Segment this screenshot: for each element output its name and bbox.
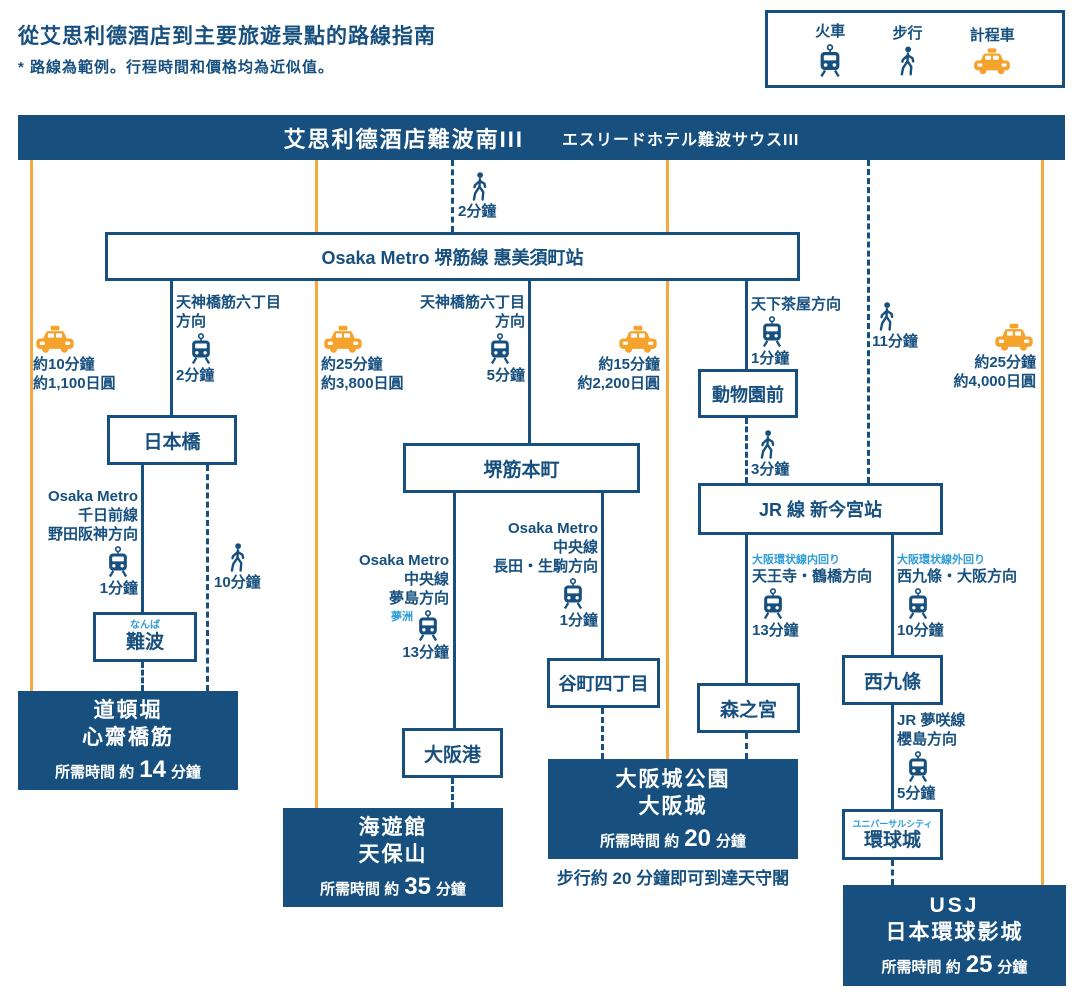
station-namba-furigana: なんば <box>130 620 160 631</box>
taxi-segment-kaiyukan: 約25分鐘 約3,800日圓 <box>321 323 404 393</box>
train-icon <box>487 333 513 365</box>
station-nihonbashi: 日本橋 <box>107 415 237 465</box>
train-segment-to-sakaisuji-hommachi: 天神橋筋六丁目 方向 5分鐘 <box>419 294 525 384</box>
station-sakaisuji-hommachi: 堺筋本町 <box>403 443 640 493</box>
line-hommachi-to-osakako <box>453 490 456 728</box>
page-subtitle: * 路線為範例。行程時間和價格均為近似值。 <box>18 59 335 76</box>
line-jr-to-morinomiya <box>745 535 748 683</box>
walk-line-hotel-to-jr <box>867 160 870 483</box>
hotel-name-ja: エスリードホテル難波サウスIII <box>562 131 800 149</box>
station-tanimachi4: 谷町四丁目 <box>547 658 660 708</box>
dash-tanimachi4-to-castle <box>601 708 604 759</box>
walk-icon <box>227 543 248 572</box>
taxi-icon <box>616 325 660 354</box>
train-icon <box>905 751 931 783</box>
hotel-name-zh: 艾思利德酒店難波南III <box>283 126 524 152</box>
train-icon <box>905 588 931 620</box>
station-namba: なんば 難波 <box>93 612 197 662</box>
taxi-line-dotonbori <box>30 160 33 691</box>
legend-box: 火車 步行 計程車 <box>765 10 1065 88</box>
train-segment-to-nishikujo: 大阪環状線外回り 西九條・大阪方向 10分鐘 <box>897 554 1018 639</box>
loop-line-outer-note: 大阪環状線外回り <box>897 554 985 566</box>
taxi-line-osaka-castle <box>666 160 669 759</box>
walk-icon <box>876 302 897 331</box>
hotel-header-bar: 艾思利德酒店難波南III エスリードホテル難波サウスIII <box>18 115 1065 160</box>
station-dobutsuenmae: 動物園前 <box>698 369 798 418</box>
line-nihonbashi-to-namba <box>141 465 144 612</box>
train-segment-to-tanimachi4: Osaka Metro 中央線 長田・生駒方向 1分鐘 <box>492 520 598 629</box>
taxi-icon <box>33 325 77 354</box>
taxi-icon <box>321 325 365 354</box>
dash-namba-to-dotonbori <box>141 662 144 691</box>
dash-osakako-to-kaiyukan <box>451 778 454 808</box>
dash-morinomiya-to-castle <box>745 733 748 759</box>
walk-segment-nihonbashi-to-dotonbori: 10分鐘 <box>214 541 261 592</box>
taxi-segment-usj: 約25分鐘 約4,000日圓 <box>910 321 1036 391</box>
train-icon <box>817 44 843 78</box>
walk-segment-dobutsuenmae-to-jr: 3分鐘 <box>751 428 789 479</box>
taxi-icon <box>971 47 1013 75</box>
walk-segment-hotel-to-metro: 2分鐘 <box>458 170 496 221</box>
walk-segment-hotel-to-jr: 11分鐘 <box>872 300 918 351</box>
line-metro-to-dobutsuenmae <box>745 281 748 369</box>
taxi-line-kaiyukan <box>315 160 318 808</box>
walk-icon <box>757 430 778 459</box>
taxi-segment-osaka-castle: 約15分鐘 約2,200日圓 <box>534 323 660 393</box>
train-segment-to-universal-city: JR 夢咲線 櫻島方向 5分鐘 <box>897 712 966 802</box>
train-icon <box>188 333 214 365</box>
train-icon <box>760 588 786 620</box>
line-metro-to-sakaisuji-hommachi <box>528 281 531 443</box>
train-segment-to-namba: Osaka Metro 千日前線 野田阪神方向 1分鐘 <box>47 488 138 597</box>
train-segment-to-osakako: Osaka Metro 中央線 夢島方向 夢洲 13分鐘 <box>358 552 449 661</box>
station-nishikujo: 西九條 <box>842 655 943 705</box>
line-nishikujo-to-universalcity <box>891 705 894 809</box>
walk-line-hotel-to-metro <box>451 160 454 232</box>
station-shin-imamiya: JR 線 新今宮站 <box>698 483 943 535</box>
walk-line-dobutsuenmae-to-jr <box>745 418 748 483</box>
yumeshima-furigana: 夢洲 <box>391 611 413 623</box>
walk-icon <box>897 46 918 76</box>
line-hommachi-to-tanimachi4 <box>601 490 604 658</box>
legend-taxi: 計程車 <box>970 24 1015 75</box>
station-universal-city-furigana: ユニバーサルシティ <box>852 818 933 829</box>
station-osakako: 大阪港 <box>402 728 503 778</box>
train-icon <box>105 546 131 578</box>
page-title: 從艾思利德酒店到主要旅遊景點的路線指南 <box>18 25 436 48</box>
line-jr-to-nishikujo <box>891 535 894 655</box>
loop-line-inner-note: 大阪環状線内回り <box>752 554 840 566</box>
legend-walk-label: 步行 <box>892 25 923 42</box>
train-segment-to-nihonbashi: 天神橋筋六丁目 方向 2分鐘 <box>176 294 282 384</box>
train-segment-to-morinomiya: 大阪環状線内回り 天王寺・鶴橋方向 13分鐘 <box>752 554 873 639</box>
legend-train: 火車 <box>815 20 845 78</box>
station-ebisucho: Osaka Metro 堺筋線 惠美須町站 <box>105 232 800 281</box>
taxi-segment-dotonbori: 約10分鐘 約1,100日圓 <box>33 323 116 393</box>
legend-train-label: 火車 <box>815 23 846 40</box>
osaka-castle-walk-note: 步行約 20 分鐘即可到達天守閣 <box>556 869 790 888</box>
walk-icon <box>469 172 490 201</box>
station-universal-city: ユニバーサルシティ 環球城 <box>842 809 943 860</box>
legend-taxi-label: 計程車 <box>969 26 1015 44</box>
walk-line-nihonbashi-to-dotonbori <box>206 465 209 691</box>
station-morinomiya: 森之宮 <box>697 683 800 733</box>
train-icon <box>759 316 785 348</box>
taxi-line-usj <box>1041 160 1044 885</box>
line-metro-to-nihonbashi <box>170 281 173 415</box>
taxi-icon <box>992 323 1036 352</box>
train-icon <box>560 578 586 610</box>
dash-universalcity-to-usj <box>891 860 894 885</box>
train-icon: 夢洲 <box>391 610 441 642</box>
legend-walk: 步行 <box>892 22 923 76</box>
train-segment-to-dobutsuenmae: 天下茶屋方向 1分鐘 <box>751 296 842 367</box>
